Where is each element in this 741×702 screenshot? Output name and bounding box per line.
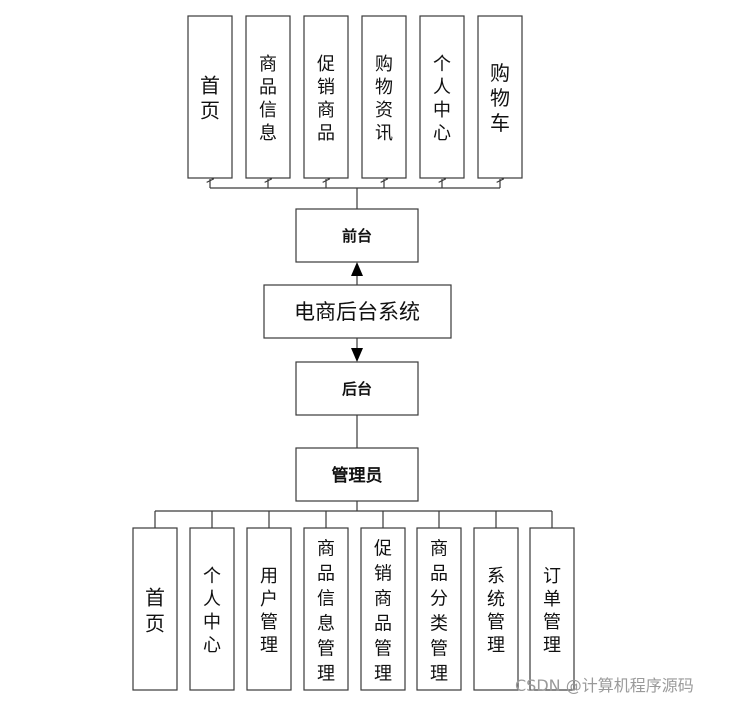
front-promo-products: 促销商品 xyxy=(303,15,349,179)
admin-order-management: 订单管理 xyxy=(529,527,575,691)
system-node: 电商后台系统 xyxy=(263,284,452,339)
connector-lines xyxy=(154,179,553,528)
admin-order-management-label: 订单管理 xyxy=(543,566,561,656)
front-node-label: 前台 xyxy=(342,227,372,245)
watermark: CSDN @计算机程序源码 xyxy=(515,676,694,695)
front-promo-products-label: 促销商品 xyxy=(317,54,335,144)
admin-system-management-label: 系统管理 xyxy=(487,566,505,656)
front-personal-center: 个人中心 xyxy=(419,15,465,179)
admin-product-info-management-label: 商品信息管理 xyxy=(317,539,335,685)
system-to-front-arrowhead xyxy=(351,262,363,276)
front-node: 前台 xyxy=(295,208,419,263)
front-product-info-label: 商品信息 xyxy=(259,54,277,144)
front-personal-center-label: 个人中心 xyxy=(433,54,451,144)
admin-personal-center-label: 个人中心 xyxy=(203,566,221,656)
front-home-label: 首页 xyxy=(200,74,220,123)
admin-user-management-label: 用户管理 xyxy=(260,566,278,656)
admin-system-management: 系统管理 xyxy=(473,527,519,691)
system-node-label: 电商后台系统 xyxy=(294,300,420,324)
front-home: 首页 xyxy=(187,15,233,179)
admin-node: 管理员 xyxy=(295,447,419,502)
front-shopping-news-label: 购物资讯 xyxy=(375,54,393,144)
back-node: 后台 xyxy=(295,361,419,416)
back-node-label: 后台 xyxy=(342,380,372,398)
admin-node-label: 管理员 xyxy=(332,465,383,486)
admin-home-label: 首页 xyxy=(145,585,165,635)
admin-home: 首页 xyxy=(132,527,178,691)
front-modules-row: 首页 商品信息 促销商品 购物资讯 个人中心 购物车 xyxy=(187,15,523,179)
front-shopping-news: 购物资讯 xyxy=(361,15,407,179)
admin-product-category-management-label: 商品分类管理 xyxy=(430,539,448,685)
admin-personal-center: 个人中心 xyxy=(189,527,235,691)
front-product-info: 商品信息 xyxy=(245,15,291,179)
system-to-back-arrowhead xyxy=(351,348,363,362)
admin-promo-product-management: 促销商品管理 xyxy=(360,527,406,691)
front-cart: 购物车 xyxy=(477,15,523,179)
admin-promo-product-management-label: 促销商品管理 xyxy=(374,539,392,685)
front-cart-label: 购物车 xyxy=(490,61,510,135)
admin-product-category-management: 商品分类管理 xyxy=(416,527,462,691)
admin-modules-row: 首页 个人中心 用户管理 商品信息管理 促销商品管理 商品分类管理 系统管理 订单管理 xyxy=(132,527,575,691)
admin-product-info-management: 商品信息管理 xyxy=(303,527,349,691)
admin-user-management: 用户管理 xyxy=(246,527,292,691)
